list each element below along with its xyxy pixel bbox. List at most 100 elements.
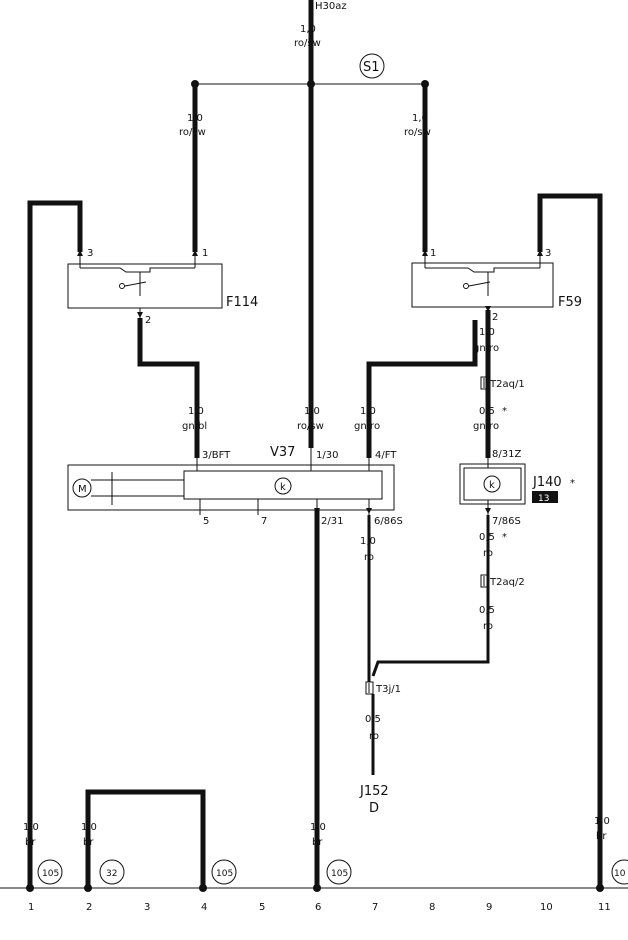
ground-dot-6 — [313, 884, 321, 892]
wire-br-11 — [537, 193, 603, 888]
asterisk-j140: * — [570, 478, 575, 489]
label-j140-out-color: ro — [483, 548, 493, 559]
svg-text:M: M — [78, 484, 87, 495]
switch-f59 — [411, 250, 554, 312]
ruler-6: 6 — [315, 902, 321, 913]
pin-v37-7: 7 — [261, 516, 267, 527]
label-br11-color: br — [596, 831, 607, 842]
label-f59: F59 — [558, 295, 582, 310]
ground-dot-4 — [199, 884, 207, 892]
label-left-branch-gauge: 1,0 — [187, 113, 203, 124]
label-br6-gauge: 1,0 — [310, 822, 326, 833]
label-t3j1: T3j/1 — [375, 684, 401, 695]
label-br1-color: br — [25, 837, 36, 848]
label-f114-out-gauge: 1,0 — [188, 406, 204, 417]
label-t3j-out-color: ro — [369, 731, 379, 742]
wire-gnro-ft — [366, 320, 478, 458]
ground-ref-1: 105 — [42, 869, 59, 879]
connector-t2aq1 — [480, 376, 489, 390]
pin-v37-ft: 4/FT — [375, 450, 397, 461]
ruler-7: 7 — [372, 902, 378, 913]
svg-text:k: k — [489, 480, 495, 491]
ruler-4: 4 — [201, 902, 207, 913]
pin-f59-2: 2 — [492, 312, 498, 323]
switch-f114 — [67, 250, 223, 318]
pin-v37-86s: 6/86S — [374, 516, 403, 527]
label-j140-out-gauge: 0,5 — [479, 532, 495, 543]
label-v37-ft-color: gn/ro — [354, 421, 380, 432]
pin-v37-30: 1/30 — [316, 450, 338, 461]
label-right-branch-gauge: 1,0 — [412, 113, 428, 124]
label-br1-gauge: 1,0 — [23, 822, 39, 833]
label-top-color: ro/sw — [294, 38, 321, 49]
component-j140: k — [459, 458, 558, 515]
pin-v37-31: 2/31 — [321, 516, 343, 527]
label-v37-ft-gauge: 1,0 — [360, 406, 376, 417]
label-br2-color: br — [83, 837, 94, 848]
ground-dot-11 — [596, 884, 604, 892]
ruler-11: 11 — [598, 902, 611, 913]
pin-j140-31z: 8/31Z — [492, 449, 521, 460]
label-v37-30-gauge: 1,0 — [304, 406, 320, 417]
ground-ref-circle-5 — [611, 859, 628, 885]
pin-f114-3: 3 — [87, 248, 93, 259]
pin-j140-86s: 7/86S — [492, 516, 521, 527]
asterisk-2: * — [502, 532, 507, 543]
label-f59-out-color: gn/ro — [473, 343, 499, 354]
wire-br-1 — [27, 200, 83, 888]
label-v37-86s-color: ro — [364, 552, 374, 563]
label-j140-in-color: gn/ro — [473, 421, 499, 432]
svg-text:k: k — [280, 482, 286, 493]
pin-v37-bft: 3/BFT — [202, 450, 231, 461]
label-right-branch-color: ro/sw — [404, 127, 431, 138]
ground-ref-circle-4 — [326, 859, 352, 885]
label-top-gauge: 1,0 — [300, 24, 316, 35]
pin-f114-1: 1 — [202, 248, 208, 259]
label-v37: V37 — [270, 445, 295, 460]
j140-badge-box — [532, 491, 558, 503]
label-br6-color: br — [312, 837, 323, 848]
label-t2aq2-out-color: ro — [483, 621, 493, 632]
ruler-5: 5 — [259, 902, 265, 913]
asterisk-1: * — [502, 406, 507, 417]
ground-dot-2 — [84, 884, 92, 892]
ruler-1: 1 — [28, 902, 34, 913]
splice-s1-circle — [359, 53, 385, 79]
ground-ref-2: 32 — [106, 869, 117, 879]
ruler-3: 3 — [144, 902, 150, 913]
label-j152: J152 — [359, 784, 389, 799]
wire-ro-j140 — [371, 515, 490, 677]
connector-t3j1 — [365, 681, 374, 695]
ruler-8: 8 — [429, 902, 435, 913]
pin-v37-5: 5 — [203, 516, 209, 527]
label-left-branch-color: ro/sw — [179, 127, 206, 138]
ground-ref-5: 10 — [614, 869, 626, 879]
ground-ref-3: 105 — [216, 869, 233, 879]
label-t3j-out-gauge: 0,5 — [365, 714, 381, 725]
label-v37-86s-gauge: 1,0 — [360, 536, 376, 547]
j140-badge: 13 — [538, 494, 549, 504]
splice-dot-mid — [307, 80, 315, 88]
label-s1: S1 — [363, 60, 380, 75]
label-br11-gauge: 1,0 — [594, 816, 610, 827]
ruler-10: 10 — [540, 902, 553, 913]
ground-ref-circle-2 — [99, 859, 125, 885]
pin-f59-1: 1 — [430, 248, 436, 259]
wire-br-2-4 — [85, 789, 206, 888]
label-t2aq2-out-gauge: 0,5 — [479, 605, 495, 616]
wire-f114-gnbl — [137, 318, 200, 458]
component-v37: M k — [67, 448, 395, 515]
ground-ref-circle-3 — [211, 859, 237, 885]
label-d: D — [369, 801, 379, 816]
ruler-9: 9 — [486, 902, 492, 913]
label-f59-out-gauge: 1,0 — [479, 327, 495, 338]
label-j140: J140 — [532, 475, 562, 490]
pin-f114-2: 2 — [145, 315, 151, 326]
label-v37-30-color: ro/sw — [297, 421, 324, 432]
ruler-2: 2 — [86, 902, 92, 913]
ground-ref-4: 105 — [331, 869, 348, 879]
label-t2aq2: T2aq/2 — [489, 577, 525, 588]
label-f114-out-color: gn/bl — [182, 421, 207, 432]
label-f114: F114 — [226, 295, 258, 310]
